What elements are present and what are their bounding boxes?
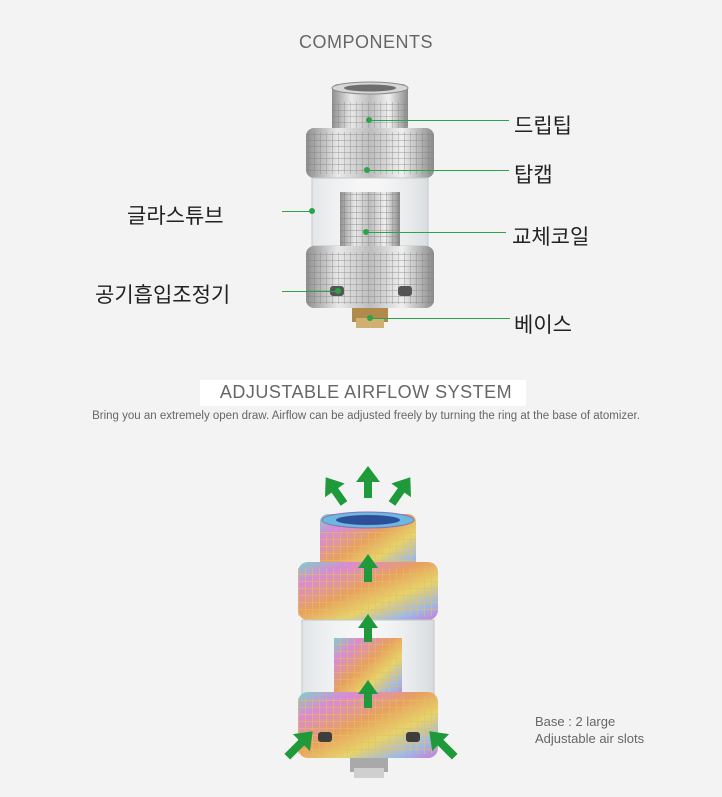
base-label: 베이스 bbox=[514, 313, 572, 337]
glass-tube-connector bbox=[282, 211, 312, 212]
airflow-title: ADJUSTABLE AIRFLOW SYSTEM bbox=[219, 382, 513, 402]
base-air-slots-note: Base : 2 large Adjustable air slots bbox=[535, 713, 644, 747]
base-dot bbox=[367, 315, 373, 321]
arrow-up-icon bbox=[358, 680, 378, 708]
top-cap-connector bbox=[367, 170, 509, 171]
drip-tip-connector bbox=[369, 120, 509, 121]
note-line-2: Adjustable air slots bbox=[535, 731, 645, 746]
arrow-up-icon bbox=[356, 466, 380, 498]
tank-illustration-steel bbox=[306, 81, 434, 328]
arrow-up-left-icon bbox=[325, 477, 348, 506]
glass-tube-label: 글라스튜브 bbox=[127, 204, 224, 228]
coil-connector bbox=[366, 232, 506, 233]
arrow-up-icon bbox=[358, 614, 378, 642]
components-title: COMPONENTS bbox=[298, 32, 433, 52]
note-line-1: Base : 2 large bbox=[535, 714, 616, 729]
arrow-in-left-icon bbox=[284, 731, 313, 760]
airflow-description: Bring you an extremely open draw. Airflo… bbox=[92, 410, 640, 422]
top-cap-dot bbox=[364, 167, 370, 173]
airflow-control-label: 공기흡입조정기 bbox=[95, 283, 231, 307]
top-cap-label: 탑캡 bbox=[514, 163, 553, 187]
base-connector bbox=[370, 318, 510, 319]
coil-dot bbox=[363, 229, 369, 235]
airflow-title-bg bbox=[200, 380, 526, 406]
airflow-arrows bbox=[284, 466, 458, 760]
arrow-up-icon bbox=[358, 554, 378, 582]
arrow-in-right-icon bbox=[429, 731, 458, 760]
airflow-control-dot bbox=[335, 288, 341, 294]
glass-tube-dot bbox=[309, 208, 315, 214]
coil-label: 교체코일 bbox=[512, 225, 590, 249]
arrow-up-right-icon bbox=[388, 477, 411, 506]
drip-tip-label: 드립팁 bbox=[514, 114, 572, 138]
airflow-control-connector bbox=[282, 291, 338, 292]
drip-tip-dot bbox=[366, 117, 372, 123]
